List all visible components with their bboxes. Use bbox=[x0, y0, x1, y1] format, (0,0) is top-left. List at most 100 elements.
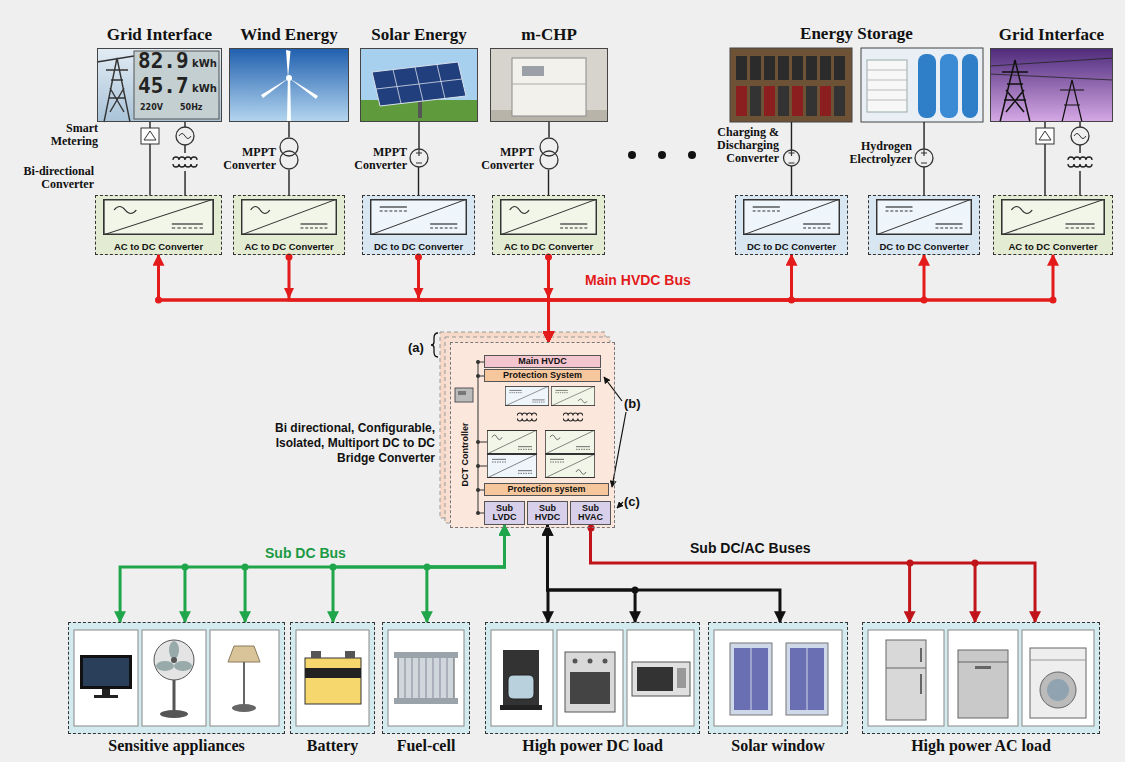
side-label: MPPT Converter bbox=[470, 146, 534, 172]
bus-connector bbox=[333, 525, 504, 622]
port-label: Sub LVDC bbox=[485, 504, 524, 523]
load-group: High power AC load bbox=[862, 622, 1100, 734]
port-label: Protection system bbox=[507, 485, 585, 494]
converter-label: AC to DC Converter bbox=[234, 241, 344, 252]
side-label: Charging & Discharging Converter bbox=[703, 126, 779, 165]
connector-line bbox=[289, 255, 549, 342]
load-fills bbox=[68, 622, 1100, 734]
converter-fills bbox=[95, 195, 1113, 255]
solar-photo bbox=[360, 48, 478, 122]
load-group: Battery bbox=[290, 622, 375, 734]
connector-line bbox=[427, 525, 505, 622]
lcd-digits: 82.9 bbox=[138, 51, 189, 72]
side-label: Bi-directional Converter bbox=[16, 165, 94, 191]
bus-connector bbox=[159, 255, 549, 342]
converter-label: DC to DC Converter bbox=[363, 241, 474, 252]
appliance-icons bbox=[80, 640, 1086, 720]
grid-photo bbox=[990, 48, 1113, 122]
port-label: Protection System bbox=[503, 371, 582, 380]
lcd-digits: 45.7 bbox=[138, 76, 189, 97]
source-heading: Grid Interface bbox=[107, 25, 212, 45]
port-box: Sub LVDC bbox=[484, 501, 525, 525]
load-label: Fuel-cell bbox=[397, 736, 456, 755]
source-heading: Wind Energy bbox=[240, 25, 337, 45]
connector-drop bbox=[244, 567, 247, 622]
bridge-converter-art bbox=[440, 332, 615, 528]
side-label: Smart Metering bbox=[28, 122, 98, 148]
port-box: Main HVDC bbox=[484, 355, 601, 368]
hydrogen-photo bbox=[861, 48, 983, 122]
connector-line bbox=[333, 525, 504, 622]
port-label: Sub HVDC bbox=[528, 504, 567, 523]
protection-box: Protection system bbox=[484, 483, 609, 496]
converter-label: AC to DC Converter bbox=[493, 241, 604, 252]
bus-junctions bbox=[155, 254, 1057, 594]
converter-box: AC to DC Converter bbox=[993, 195, 1113, 255]
connector-drop bbox=[546, 590, 549, 622]
connector-line bbox=[419, 255, 549, 342]
load-label: Sensitive appliances bbox=[108, 736, 244, 755]
load-group: Fuel-cell bbox=[382, 622, 470, 734]
converter-box: AC to DC Converter bbox=[233, 195, 345, 255]
load-group: High power DC load bbox=[485, 622, 700, 734]
ellipsis-dots bbox=[628, 151, 696, 159]
converter-label: DC to DC Converter bbox=[869, 241, 979, 252]
source-heading: Grid Interface bbox=[999, 25, 1104, 45]
converter-label: AC to DC Converter bbox=[994, 241, 1112, 252]
bus-label: Main HVDC Bus bbox=[585, 272, 691, 289]
side-label: MPPT Converter bbox=[343, 146, 407, 172]
callout-leaders bbox=[431, 333, 626, 508]
callout-letter: (c) bbox=[624, 494, 640, 509]
bus-connector bbox=[120, 525, 504, 622]
source-heading: Solar Energy bbox=[371, 25, 467, 45]
transformer-symbol bbox=[170, 127, 1095, 172]
lcd-rating: 220V bbox=[140, 104, 163, 112]
converter-label: DC to DC Converter bbox=[736, 241, 847, 252]
converter-box: DC to DC Converter bbox=[868, 195, 980, 255]
port-box: Sub HVDC bbox=[527, 501, 568, 525]
wind-photo bbox=[229, 48, 349, 122]
connector-line bbox=[548, 525, 780, 622]
bus-connector bbox=[427, 525, 505, 622]
connector-line bbox=[591, 525, 1036, 622]
load-label: High power DC load bbox=[522, 736, 663, 755]
controller-label: DCT Controller bbox=[460, 415, 471, 495]
port-box: Sub HVAC bbox=[570, 501, 611, 525]
battery-photo bbox=[730, 48, 852, 122]
connector-drop bbox=[974, 563, 977, 622]
callout-letter: (a) bbox=[408, 340, 424, 355]
meter-symbol bbox=[141, 128, 1054, 144]
bridge-converter: Bi directional, Configurable, Isolated, … bbox=[450, 342, 615, 528]
side-label: Hydrogen Electrolyzer bbox=[838, 140, 912, 166]
load-label: Battery bbox=[307, 736, 359, 755]
converter-box: DC to DC Converter bbox=[362, 195, 475, 255]
load-group: Solar window bbox=[708, 622, 848, 734]
source-heading: m-CHP bbox=[521, 25, 577, 45]
source-photo: Grid Interface bbox=[990, 48, 1113, 122]
lcd-unit: kWh bbox=[192, 59, 217, 69]
source-photo: Wind Energy bbox=[229, 48, 349, 122]
port-label: Main HVDC bbox=[518, 357, 567, 366]
converter-label: AC to DC Converter bbox=[96, 241, 221, 252]
bus-connector bbox=[591, 525, 1036, 622]
converter-heading: Bi directional, Configurable, Isolated, … bbox=[235, 421, 435, 466]
source-photo: Energy Storage bbox=[730, 48, 983, 122]
lcd-rating: 50Hz bbox=[180, 104, 202, 112]
source-heading: Energy Storage bbox=[800, 24, 913, 44]
protection-box: Protection System bbox=[484, 369, 601, 382]
source-photo: m-CHP bbox=[490, 48, 608, 122]
bus-connector bbox=[548, 525, 780, 622]
grid-photo bbox=[97, 48, 222, 122]
connector-line bbox=[549, 255, 1053, 342]
bus-connector bbox=[549, 255, 1053, 342]
connector-line bbox=[159, 255, 549, 342]
converter-box: DC to DC Converter bbox=[735, 195, 848, 255]
connector-drop bbox=[183, 567, 186, 622]
bus-label: Sub DC Bus bbox=[265, 545, 346, 562]
connector-drop bbox=[908, 563, 911, 622]
callout-letter: (b) bbox=[624, 396, 641, 411]
chp-photo bbox=[490, 48, 608, 122]
converter-box: AC to DC Converter bbox=[95, 195, 222, 255]
